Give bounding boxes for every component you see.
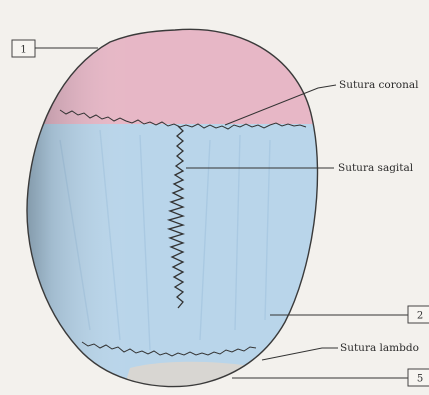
marker-1-text: 1 (20, 45, 26, 56)
lambdoid-leader (262, 348, 338, 360)
label-coronal: Sutura coronal (339, 79, 419, 91)
label-sagital: Sutura sagital (338, 162, 414, 174)
marker-5-text: 5 (417, 374, 423, 385)
marker-2-text: 2 (417, 311, 423, 322)
label-lambdoidea: Sutura lambdo (340, 342, 419, 354)
